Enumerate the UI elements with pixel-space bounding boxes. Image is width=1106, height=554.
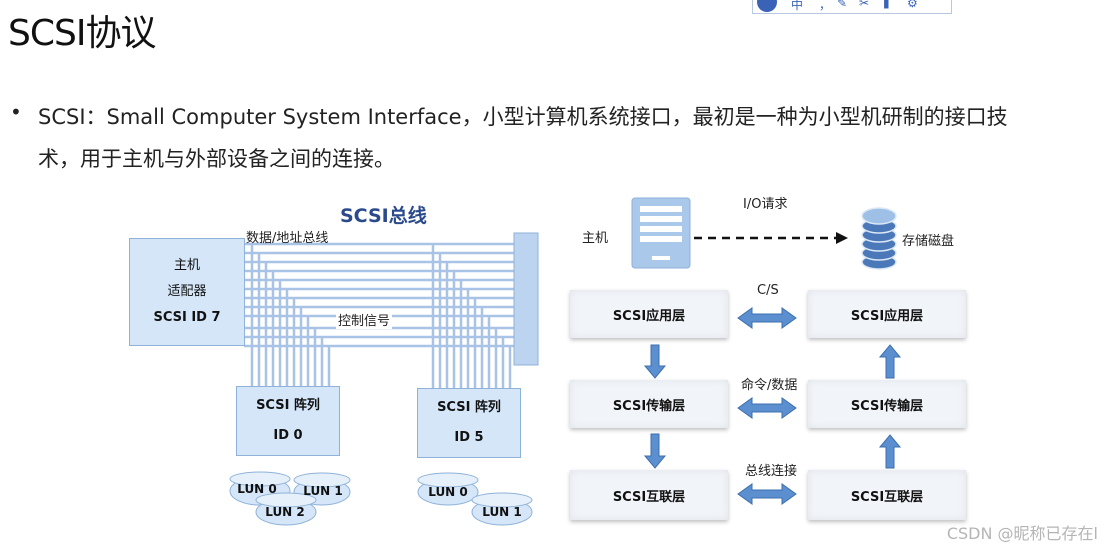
lun-a1: LUN 1	[303, 484, 343, 498]
right-interconnect-layer: SCSI互联层	[808, 470, 966, 520]
scissors-icon[interactable]: ✂	[859, 0, 870, 10]
watermark: CSDN @昵称已存在l	[946, 524, 1098, 543]
bullet-text: SCSI：Small Computer System Interface，小型计…	[38, 96, 1088, 180]
array-a-label: SCSI 阵列	[256, 398, 320, 413]
control-signal-label: 控制信号	[336, 310, 393, 329]
host-server-icon	[631, 197, 691, 269]
pen-icon[interactable]: ✎	[837, 0, 848, 10]
page-title: SCSI协议	[8, 13, 156, 54]
array-b-id: ID 5	[454, 430, 484, 445]
bus-diagram-title: SCSI总线	[340, 205, 427, 227]
host-label: 主机	[582, 231, 609, 246]
bus-connection-label: 总线连接	[745, 464, 798, 479]
left-application-layer: SCSI应用层	[570, 290, 728, 338]
array-a-id: ID 0	[273, 428, 303, 443]
chinese-mode-icon[interactable]: 中	[791, 0, 804, 12]
lun-a2: LUN 2	[265, 505, 305, 519]
logo-icon[interactable]	[757, 0, 777, 12]
lun-a0: LUN 0	[237, 482, 277, 496]
bullet-dot-icon: •	[10, 100, 22, 124]
right-application-layer: SCSI应用层	[808, 290, 966, 338]
array-b-label: SCSI 阵列	[437, 400, 501, 415]
data-bus-label: 数据/地址总线	[246, 231, 329, 246]
cmd-data-label: 命令/数据	[741, 378, 798, 393]
cs-label: C/S	[757, 283, 779, 298]
host-adapter-line1: 主机	[173, 258, 200, 273]
right-transport-layer: SCSI传输层	[808, 380, 966, 428]
io-request-label: I/O请求	[743, 197, 788, 212]
bullet-line-1: SCSI：Small Computer System Interface，小型计…	[38, 105, 1008, 129]
left-interconnect-layer: SCSI互联层	[570, 470, 728, 520]
host-adapter-line2: 适配器	[167, 284, 207, 299]
input-toolbar[interactable]: 中 ， ✎ ✂ ▮ ⚙	[752, 0, 952, 14]
host-adapter-id: SCSI ID 7	[153, 310, 221, 325]
lun-b0: LUN 0	[428, 485, 468, 499]
clipboard-icon[interactable]: ▮	[883, 0, 890, 10]
storage-disk-icon	[861, 207, 897, 270]
left-transport-layer: SCSI传输层	[570, 380, 728, 428]
punctuation-icon[interactable]: ，	[819, 0, 832, 12]
settings-icon[interactable]: ⚙	[907, 0, 918, 10]
bullet-line-2: 术，用于主机与外部设备之间的连接。	[38, 147, 395, 171]
scsi-array-id5: SCSI 阵列 ID 5	[417, 388, 521, 458]
host-adapter-box: 主机 适配器 SCSI ID 7	[129, 238, 245, 346]
storage-label: 存储磁盘	[902, 234, 955, 249]
scsi-array-id0: SCSI 阵列 ID 0	[236, 386, 340, 456]
bus-terminator	[513, 232, 539, 366]
lun-b1: LUN 1	[482, 505, 522, 519]
